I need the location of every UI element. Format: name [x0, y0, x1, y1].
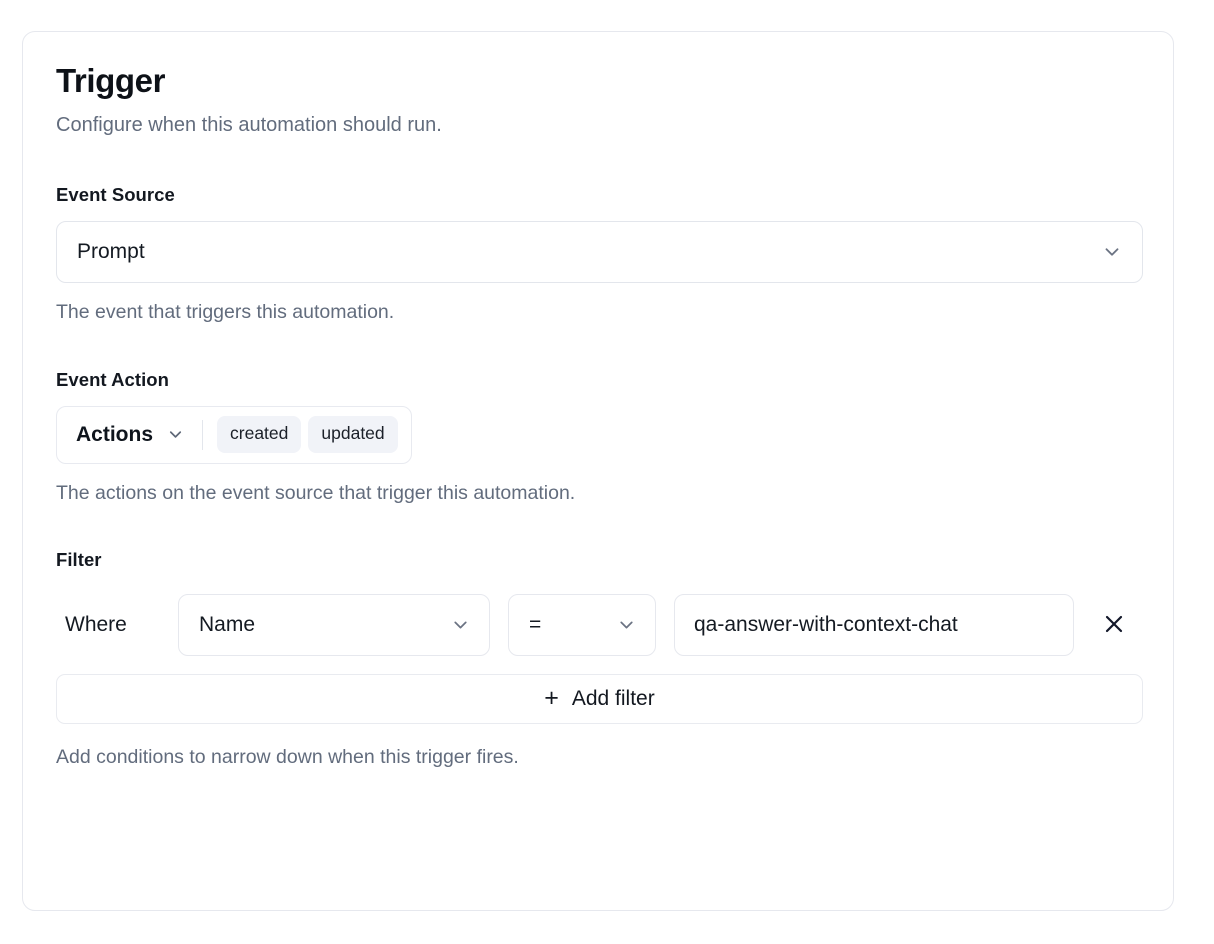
add-filter-label: Add filter — [571, 687, 655, 711]
event-source-select[interactable]: Prompt — [56, 221, 1143, 284]
event-action-label: Event Action — [56, 368, 169, 390]
event-source-help-text: The event that triggers this automation. — [56, 301, 395, 324]
event-action-field: Event Action Actions created updated T — [56, 369, 1140, 506]
page-subtitle: Configure when this automation should ru… — [56, 113, 442, 136]
event-action-dropdown[interactable]: Actions — [76, 423, 202, 447]
filter-where-label: Where — [65, 613, 127, 637]
event-source-selected-value: Prompt — [77, 240, 145, 264]
chevron-down-icon — [450, 615, 471, 636]
trigger-card: Trigger Configure when this automation s… — [22, 31, 1174, 911]
event-source-label: Event Source — [56, 183, 175, 205]
event-source-field: Event Source Prompt The event that trigg… — [56, 183, 1143, 325]
event-action-pill-created[interactable]: created — [217, 416, 302, 453]
filter-field: Filter Where Name = — [56, 549, 1143, 769]
page-title: Trigger — [56, 62, 166, 99]
event-action-combo: Actions created updated — [56, 405, 412, 464]
event-action-dropdown-label: Actions — [76, 422, 154, 446]
plus-icon: + — [544, 683, 559, 712]
add-filter-button[interactable]: + Add filter — [56, 674, 1143, 725]
event-action-pill-list: created updated — [217, 416, 398, 453]
filter-operator-value: = — [529, 613, 542, 637]
filter-help-text: Add conditions to narrow down when this … — [56, 746, 519, 769]
filter-operator-select[interactable]: = — [508, 594, 656, 657]
filter-field-select[interactable]: Name — [178, 594, 490, 657]
filter-value-input[interactable] — [674, 594, 1074, 657]
close-icon — [1102, 612, 1126, 639]
filter-row: Where Name = — [56, 594, 1140, 657]
combo-divider — [202, 419, 204, 450]
filter-label: Filter — [56, 549, 102, 571]
chevron-down-icon — [616, 615, 637, 636]
chevron-down-icon — [166, 425, 185, 444]
filter-field-value: Name — [199, 613, 256, 637]
chevron-down-icon — [1101, 241, 1123, 263]
event-action-pill-updated[interactable]: updated — [308, 416, 398, 453]
filter-remove-button[interactable] — [1091, 602, 1137, 648]
event-action-help-text: The actions on the event source that tri… — [56, 481, 576, 504]
